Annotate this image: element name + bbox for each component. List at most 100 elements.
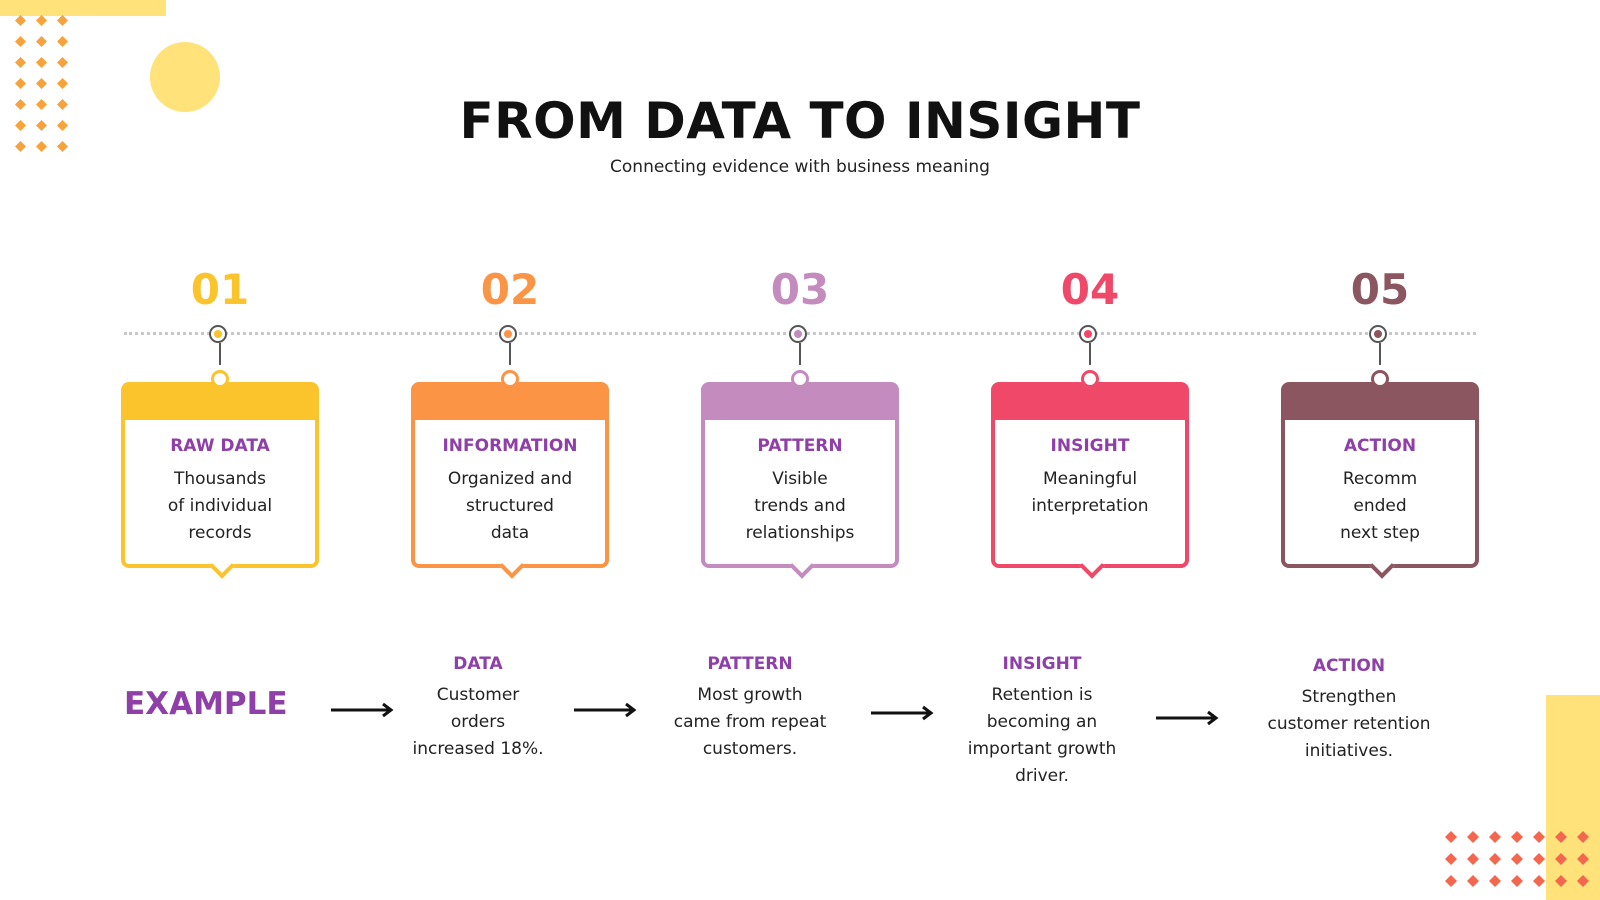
decor-red-dot-grid [1440, 826, 1594, 892]
page-subtitle: Connecting evidence with business meanin… [610, 157, 990, 177]
arrow-right-icon [573, 702, 637, 723]
connector-stem [509, 343, 511, 365]
step-description: Organized and structured data [427, 466, 593, 547]
step-number: 01 [190, 265, 250, 314]
card-header-band [705, 386, 895, 420]
step-number: 04 [1060, 265, 1120, 314]
step-description-line: relationships [745, 523, 855, 543]
example-step-pattern: PATTERN Most growth came from repeat custom… [655, 654, 845, 763]
example-step-text-line: Customer [436, 685, 520, 705]
page-title: FROM DATA TO INSIGHT [459, 92, 1141, 150]
card-header-band [995, 386, 1185, 420]
example-step-text-line: driver. [1015, 766, 1069, 786]
step-number: 05 [1350, 265, 1410, 314]
card-hook-ring [1081, 370, 1099, 388]
arrow-right-icon [1155, 710, 1219, 731]
step-number: 03 [770, 265, 830, 314]
example-step-text-line: orders [450, 712, 506, 732]
timeline-node-dot [214, 330, 222, 338]
example-step-label: DATA [453, 654, 503, 674]
decor-yellow-circle [150, 42, 220, 112]
card-header-band [415, 386, 605, 420]
arrow-right-icon [330, 702, 394, 723]
example-step-text-line: customer retention [1267, 714, 1431, 734]
example-step-data: DATA Customer orders increased 18%. [383, 654, 573, 763]
card-header-band [125, 386, 315, 420]
example-step-text-line: came from repeat [673, 712, 827, 732]
step-description-line: ended [1353, 496, 1407, 516]
example-heading: EXAMPLE [124, 686, 288, 722]
timeline-node [789, 325, 807, 343]
step-description-line: Recomm [1342, 469, 1418, 489]
example-step-text-line: customers. [702, 739, 798, 759]
step-label: PATTERN [757, 436, 843, 456]
card-pointer [1369, 553, 1395, 579]
card-hook-ring [211, 370, 229, 388]
timeline-node [209, 325, 227, 343]
example-step-text: Strengthen customer retention initiatives. [1254, 684, 1444, 765]
connector-stem [1379, 343, 1381, 365]
step-card: INFORMATION Organized and structured data [411, 382, 609, 579]
example-step-label: INSIGHT [1002, 654, 1082, 674]
card-hook-ring [501, 370, 519, 388]
example-step-text-line: initiatives. [1304, 741, 1394, 761]
example-step-text: Customer orders increased 18%. [383, 682, 573, 763]
card-pointer [1079, 553, 1105, 579]
timeline-node [1079, 325, 1097, 343]
step-description: Thousands of individual records [137, 466, 303, 547]
example-step-text-line: becoming an [986, 712, 1098, 732]
step-description-line: records [188, 523, 252, 543]
step-description-line: Thousands [173, 469, 267, 489]
timeline-node [499, 325, 517, 343]
example-step-label: ACTION [1312, 656, 1386, 676]
step-description-line: Visible [772, 469, 828, 489]
example-step-text: Most growth came from repeat customers. [655, 682, 845, 763]
step-description-line: of individual [167, 496, 273, 516]
connector-stem [1089, 343, 1091, 365]
timeline-node-dot [504, 330, 512, 338]
step-description-line: data [490, 523, 530, 543]
step-description: Meaningful interpretation [1007, 466, 1173, 520]
timeline-node-dot [794, 330, 802, 338]
timeline-node [1369, 325, 1387, 343]
step-description-line: Meaningful [1042, 469, 1138, 489]
decor-orange-dot-grid [10, 10, 73, 157]
step-label: RAW DATA [170, 436, 270, 456]
step-description: Visible trends and relationships [717, 466, 883, 547]
step-label: INFORMATION [442, 436, 578, 456]
step-description-line: structured [466, 496, 554, 516]
step-description-line: interpretation [1031, 496, 1149, 516]
step-label: ACTION [1343, 436, 1417, 456]
decor-yellow-bar-top [0, 0, 166, 16]
card-hook-ring [791, 370, 809, 388]
card-hook-ring [1371, 370, 1389, 388]
connector-stem [799, 343, 801, 365]
arrow-right-icon [870, 705, 934, 726]
step-card: INSIGHT Meaningful interpretation [991, 382, 1189, 579]
step-label: INSIGHT [1050, 436, 1130, 456]
step-card: RAW DATA Thousands of individual records [121, 382, 319, 579]
step-description-line: trends and [754, 496, 846, 516]
example-step-label: PATTERN [707, 654, 793, 674]
example-step-text-line: important growth [967, 739, 1117, 759]
timeline-node-dot [1084, 330, 1092, 338]
example-step-text-line: Strengthen [1301, 687, 1397, 707]
card-pointer [499, 553, 525, 579]
decor-yellow-bar-bottom [1546, 695, 1600, 900]
example-step-text-line: increased 18%. [412, 739, 544, 759]
step-card: PATTERN Visible trends and relationships [701, 382, 899, 579]
example-step-text-line: Most growth [697, 685, 803, 705]
card-header-band [1285, 386, 1475, 420]
card-pointer [209, 553, 235, 579]
example-step-action: ACTION Strengthen customer retention initia… [1254, 656, 1444, 765]
step-description-line: Organized and [447, 469, 573, 489]
